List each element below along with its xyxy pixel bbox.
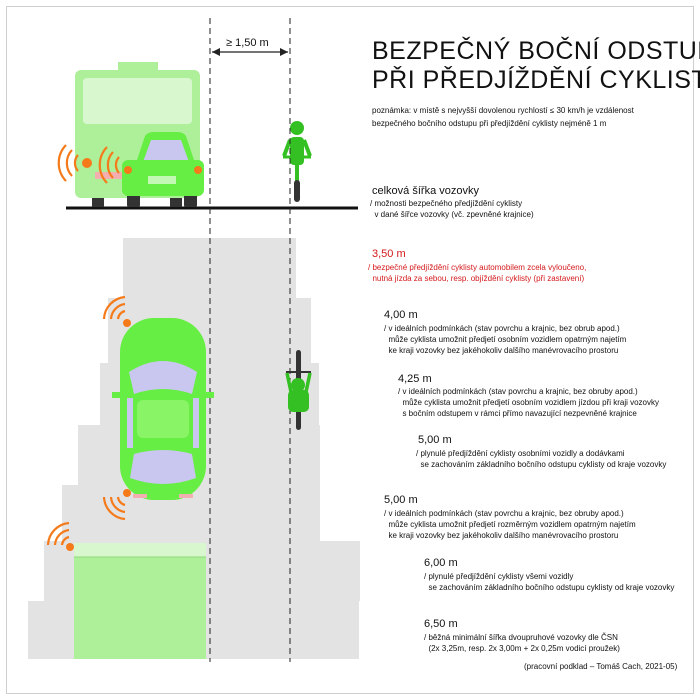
bus-top-view [74,543,206,659]
row-description: / v ideálních podmínkách (stav povrchu a… [398,387,659,418]
row-value: 5,00 m [384,494,418,506]
page-title-line-2: PŘI PŘEDJÍŽDĚNÍ CYKLISTY [372,66,700,94]
row-value: 5,00 m [418,434,452,446]
row-description: / bezpečné předjíždění cyklisty automobi… [368,263,587,283]
row-value: 3,50 m [372,248,406,260]
row-value: 6,00 m [424,557,458,569]
author-credit: (pracovní podklad – Tomáš Cach, 2021-05) [524,662,678,671]
clearance-dimension-label: ≥ 1,50 m [226,37,269,49]
car-rear-view [122,132,204,207]
note-line-1: poznámka: v místě s nejvyšší dovolenou r… [372,106,634,115]
cyclist-front-view [282,121,312,202]
row-description: / běžná minimální šířka dvoupruhové vozo… [424,633,620,653]
clearance-dimension [209,18,291,662]
legend-description: / možnosti bezpečného předjíždění cyklis… [370,199,534,219]
row-value: 4,00 m [384,309,418,321]
legend-heading: celková šířka vozovky [372,185,479,197]
note-line-2: bezpečného bočního odstupu při předjíždě… [372,119,607,128]
signal-indicators-top [46,295,126,551]
row-description: / v ideálních podmínkách (stav povrchu a… [384,324,627,355]
row-description: / plynulé předjíždění cyklisty všemi voz… [424,572,675,592]
row-value: 6,50 m [424,618,458,630]
signal-indicators-front [57,144,120,184]
car-top-view [112,318,214,500]
cyclist-top-view [285,350,312,430]
page-title-line-1: BEZPEČNÝ BOČNÍ ODSTUP [372,37,700,65]
row-description: / v ideálních podmínkách (stav povrchu a… [384,509,636,540]
row-description: / plynulé předjíždění cyklisty osobními … [416,449,667,469]
row-value: 4,25 m [398,373,432,385]
